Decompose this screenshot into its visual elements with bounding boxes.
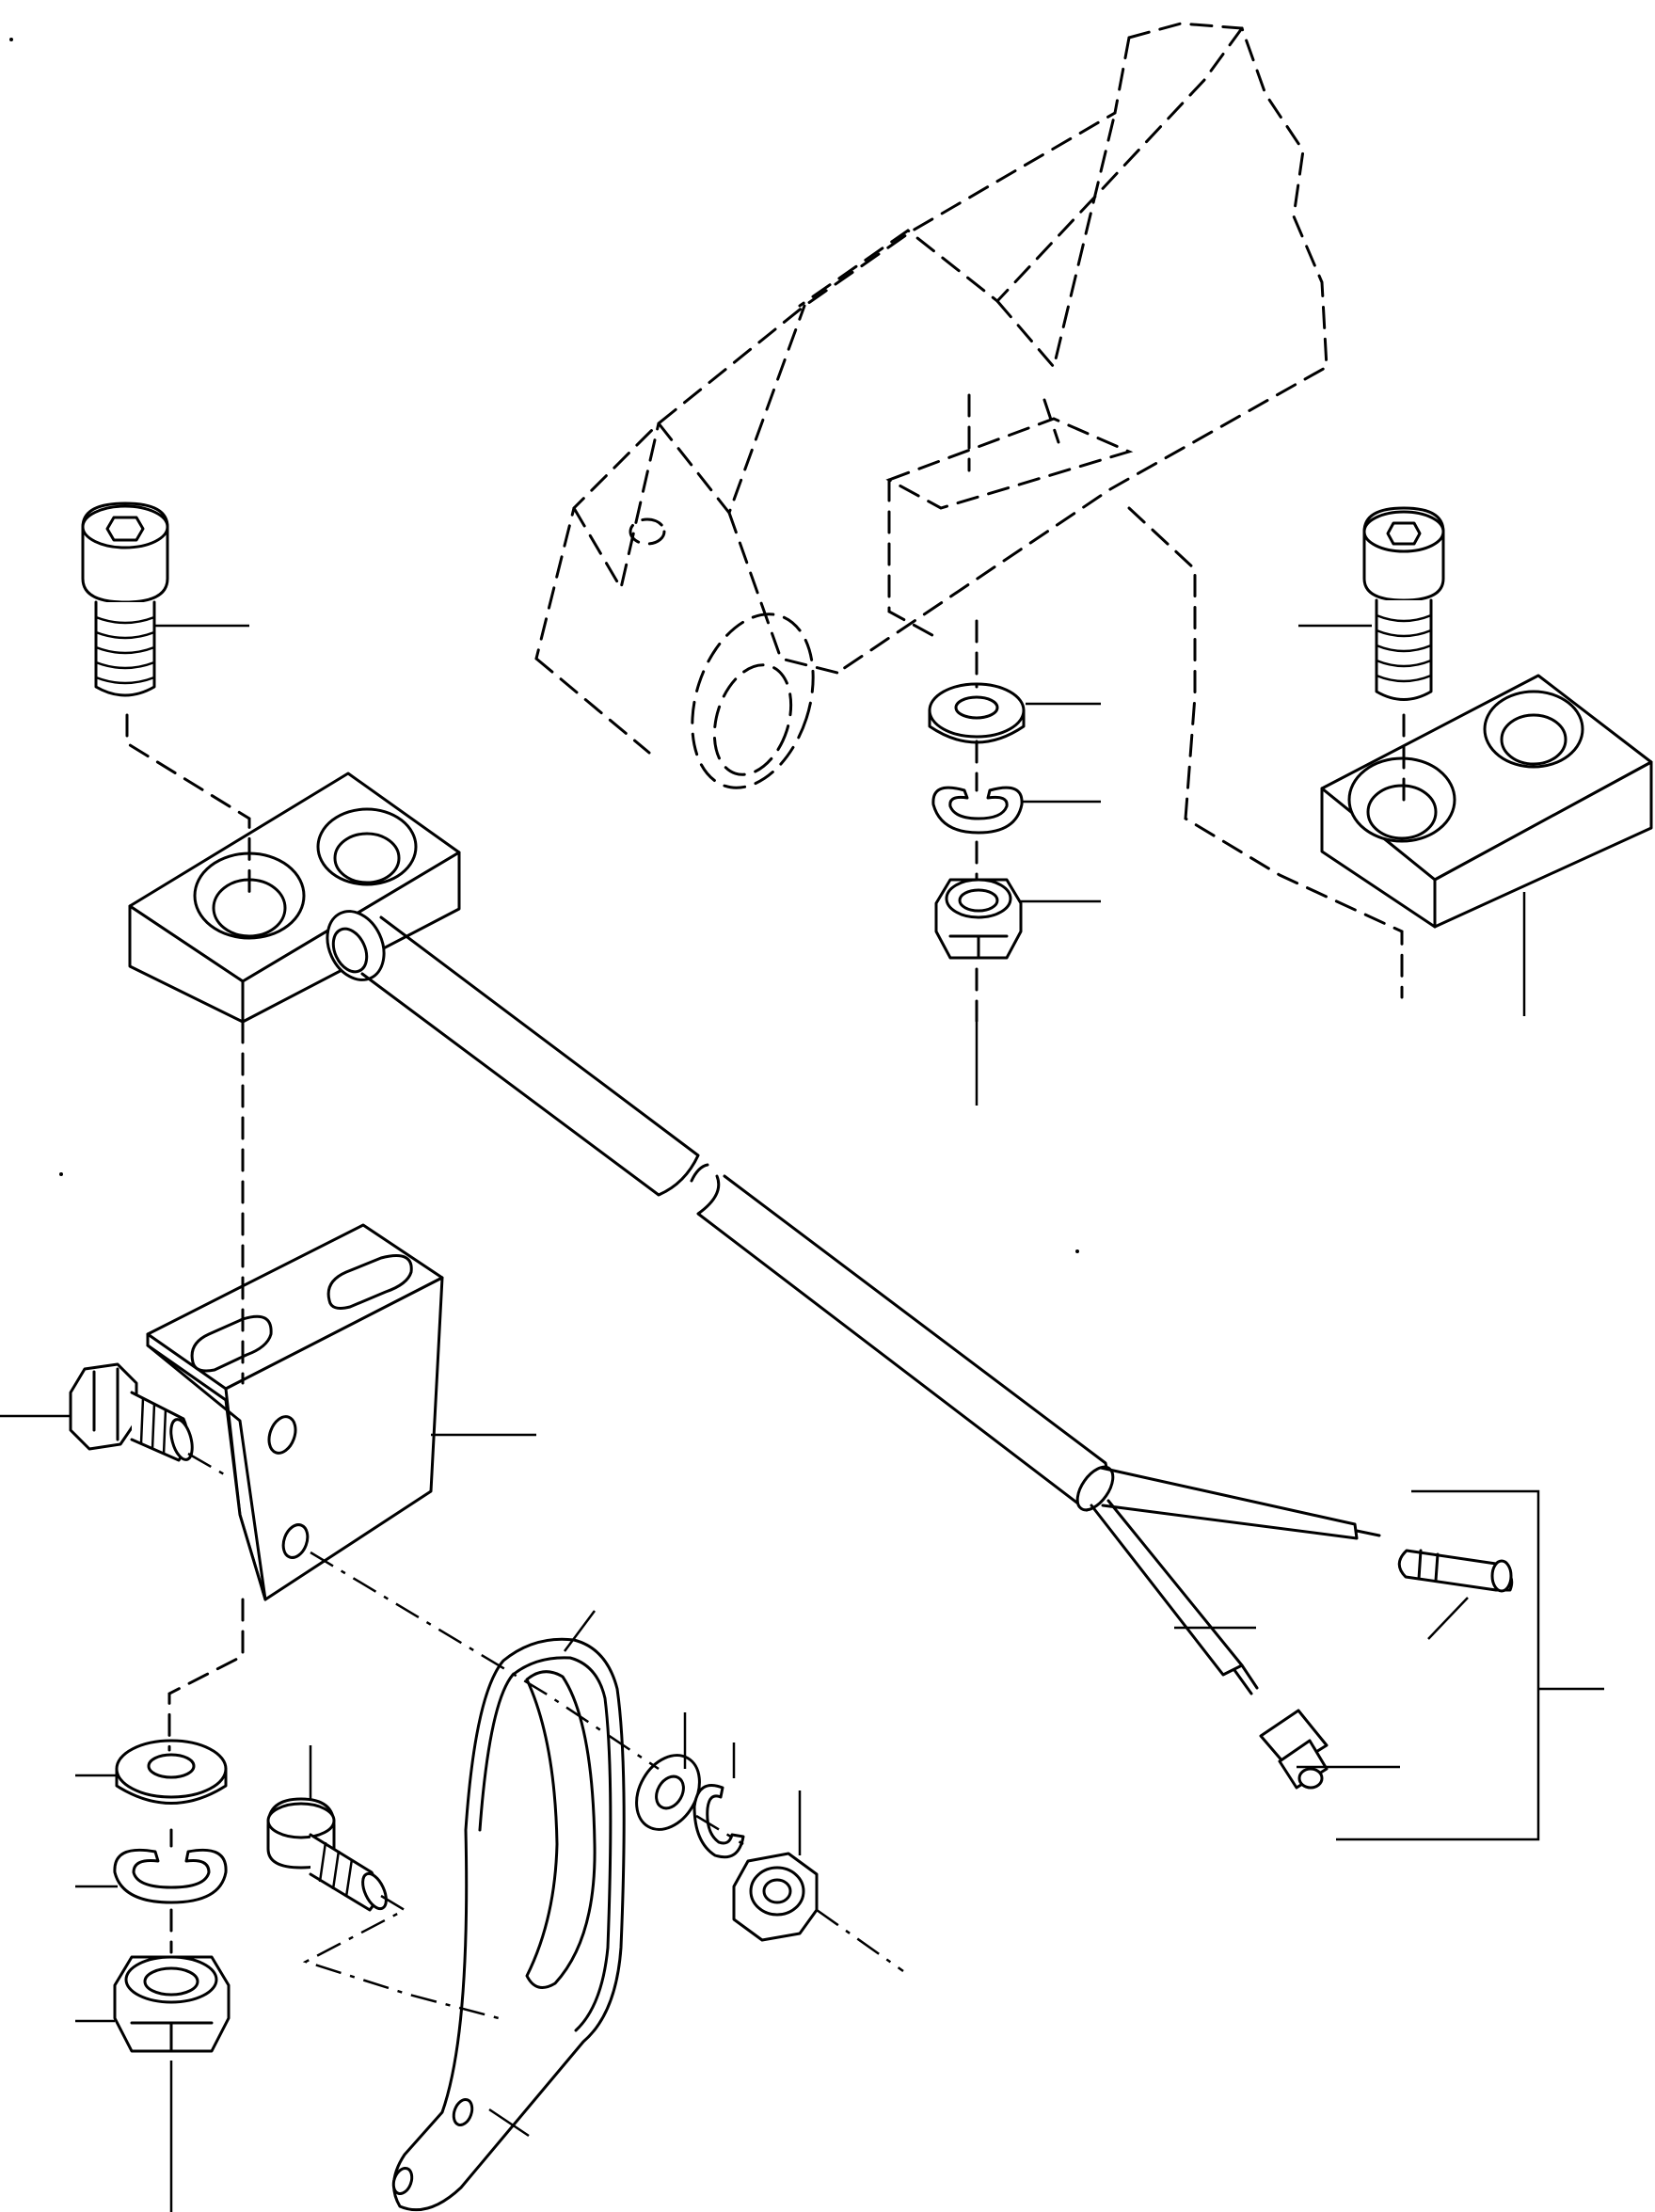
leader-plate-hole: [489, 2109, 529, 2136]
hex-nut-lower: [115, 1957, 229, 2051]
speck: [9, 38, 13, 41]
lock-washer-upper: [933, 788, 1022, 833]
cap-screw-right: [1364, 508, 1443, 700]
speck: [59, 1172, 63, 1176]
sensor-cable: [362, 917, 1379, 1694]
cap-screw-left: [83, 503, 167, 695]
hex-bolt-left: [71, 1364, 196, 1462]
leader-terminal-bracket: [1336, 1491, 1604, 1839]
sensor-block-left: [130, 773, 459, 1022]
flat-washer-upper: [930, 684, 1024, 742]
curved-slotted-plate: [390, 1639, 624, 2209]
hex-nut-plate: [734, 1854, 817, 1940]
lock-washer-plate: [694, 1786, 743, 1857]
leader-plate: [565, 1611, 595, 1651]
flat-washer-plate: [624, 1744, 712, 1841]
lock-washer-lower: [115, 1850, 226, 1902]
leader-terminal-upper: [1428, 1598, 1468, 1639]
hex-bolt-lower: [268, 1799, 391, 1912]
hex-nut-upper: [936, 880, 1021, 958]
l-bracket: [148, 1225, 442, 1599]
mounting-arm-phantom: [536, 24, 1327, 804]
terminal-lower: [1261, 1711, 1327, 1788]
flat-washer-lower: [117, 1741, 226, 1804]
sensor-block-right: [1322, 676, 1651, 927]
terminal-upper: [1399, 1551, 1511, 1591]
callout-leaders: [0, 626, 1604, 2212]
speck: [1075, 1249, 1079, 1253]
assembly-lines: [127, 395, 1404, 2018]
